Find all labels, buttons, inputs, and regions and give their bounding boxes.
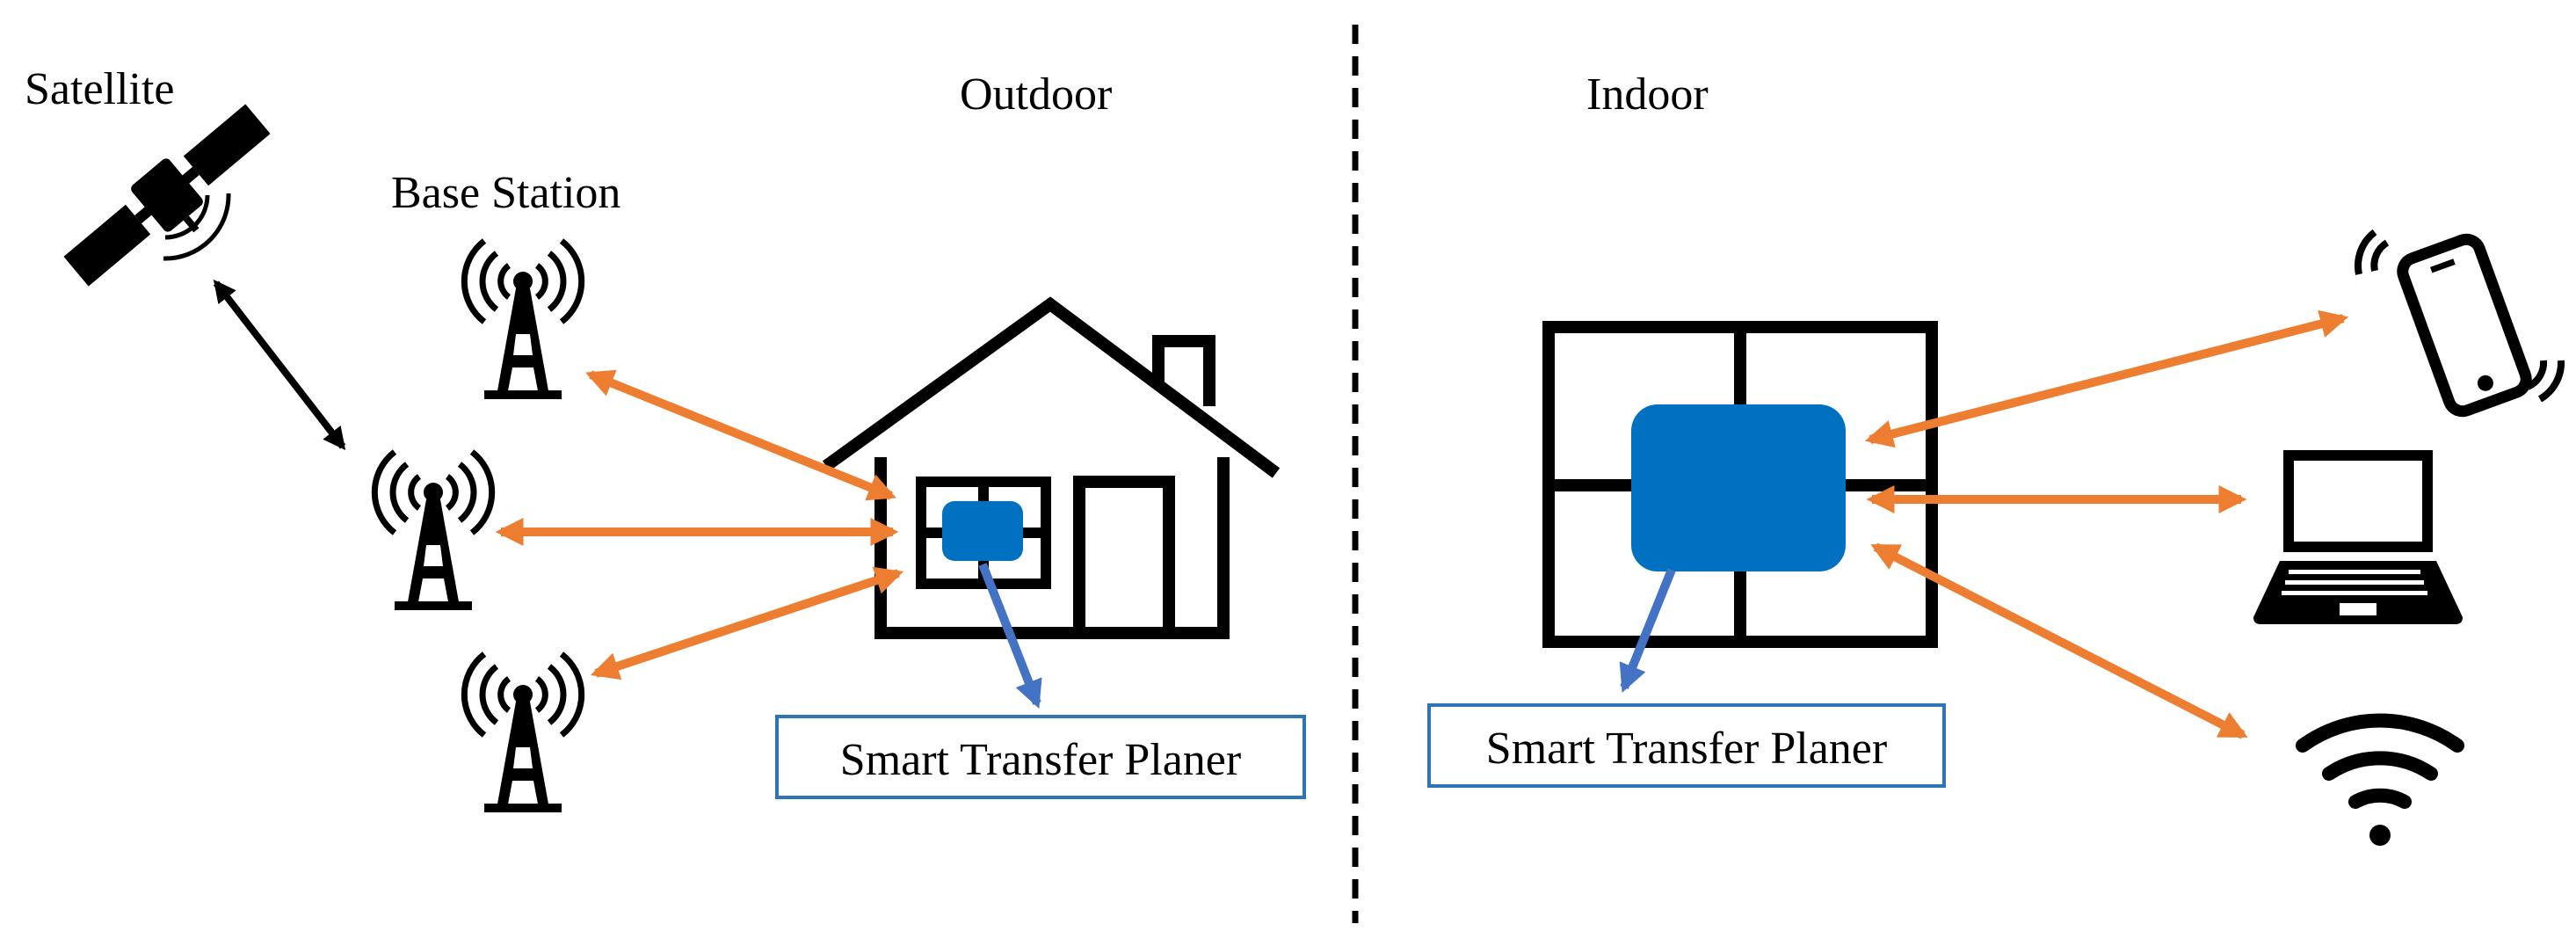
wifi-dot: [2369, 825, 2391, 846]
cell-tower-icon: [464, 654, 581, 812]
planer-box-outdoor: [775, 715, 1306, 799]
smartphone-icon: [2355, 229, 2565, 418]
wifi-icon: [2296, 713, 2464, 809]
cell-tower-icon: [464, 241, 581, 399]
planer-pointer-arrow: [1619, 568, 1676, 693]
planer-label-indoor: Smart Transfer Planer: [1486, 724, 1887, 774]
indoor-label: Indoor: [1586, 69, 1709, 120]
phone-link-arrow: [1864, 309, 2349, 448]
planer-label-outdoor: Smart Transfer Planer: [840, 735, 1241, 785]
planer-pointer-arrow: [978, 563, 1042, 709]
laptop-icon: [2253, 450, 2463, 624]
base-station-label: Base Station: [391, 168, 620, 218]
outdoor-device: [942, 501, 1023, 561]
satellite-link-arrow: [213, 279, 346, 451]
satellite-label: Satellite: [25, 64, 174, 114]
indoor-device: [1631, 404, 1846, 571]
planer-box-indoor: [1427, 703, 1946, 788]
cell-tower-icon: [374, 452, 491, 610]
wifi-link-arrow: [1870, 542, 2248, 739]
house-icon: [822, 296, 1281, 639]
satellite-icon: [63, 104, 271, 287]
tower-link-arrow: [590, 566, 904, 680]
outdoor-label: Outdoor: [960, 69, 1112, 120]
tower-link-arrow: [585, 369, 896, 501]
